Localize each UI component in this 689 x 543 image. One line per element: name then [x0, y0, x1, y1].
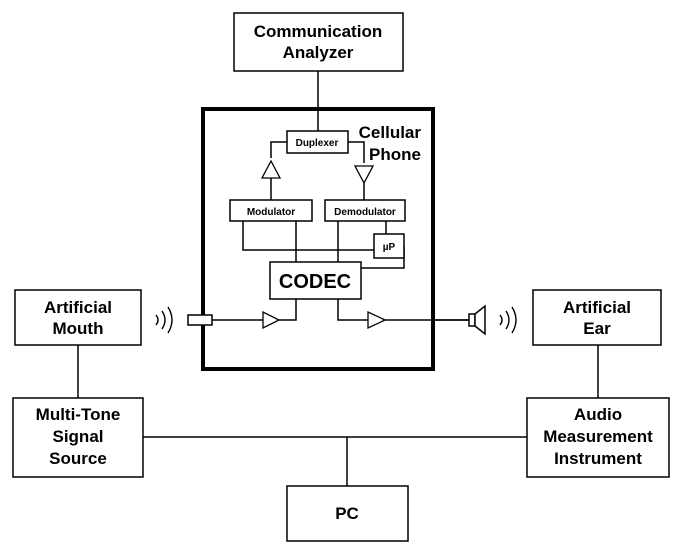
demodulator-label: Demodulator [334, 207, 396, 218]
artificial-mouth-box [14, 289, 142, 346]
signal-source-label-line1: Multi-Tone [36, 405, 121, 424]
audio-instrument-label-line1: Audio [574, 405, 622, 424]
modulator-box [229, 199, 313, 222]
signal-source-label-line2: Signal [52, 427, 103, 446]
duplexer-box [286, 130, 349, 154]
microprocessor-label: µP [383, 242, 396, 253]
microprocessor-box [373, 233, 405, 259]
speaker-amplifier-icon [367, 310, 387, 330]
cellular-phone-label-line2: Phone [369, 145, 421, 164]
pc-label: PC [335, 504, 359, 523]
communication-analyzer-label-line1: Communication [254, 22, 382, 41]
transmit-amplifier-icon [260, 159, 282, 179]
artificial-mouth-label-line2: Mouth [53, 319, 104, 338]
codec-label: CODEC [279, 271, 351, 293]
cellular-phone-label-line1: Cellular [359, 123, 422, 142]
duplexer-label: Duplexer [296, 138, 339, 149]
artificial-mouth-block: Artificial Mouth [14, 289, 142, 346]
audio-instrument-box [526, 397, 670, 478]
codec-box [269, 261, 362, 300]
signal-source-label-line3: Source [49, 449, 107, 468]
artificial-ear-box [532, 289, 662, 346]
artificial-ear-label-line1: Artificial [563, 298, 631, 317]
internal-lines [212, 109, 469, 321]
ear-sound-waves-icon [499, 306, 517, 334]
artificial-mouth-label-line1: Artificial [44, 298, 112, 317]
signal-source-block: Multi-Tone Signal Source [12, 397, 144, 478]
demodulator-box [324, 199, 406, 222]
communication-analyzer-box [233, 12, 404, 72]
communication-analyzer-block: Communication Analyzer [233, 12, 404, 72]
receive-amplifier-icon [353, 165, 375, 185]
signal-source-box [12, 397, 144, 478]
mic-amplifier-icon [262, 310, 281, 330]
audio-instrument-label-line3: Instrument [554, 449, 642, 468]
speaker-icon [468, 304, 486, 336]
microphone-icon [187, 314, 213, 326]
audio-instrument-block: Audio Measurement Instrument [526, 397, 670, 478]
modulator-label: Modulator [247, 207, 295, 218]
audio-instrument-label-line2: Measurement [543, 427, 653, 446]
mouth-sound-waves-icon [155, 306, 173, 334]
pc-block: PC [286, 485, 409, 542]
artificial-ear-block: Artificial Ear [532, 289, 662, 346]
cellular-phone-block: Cellular Phone Duplexer Modulator [187, 107, 486, 371]
artificial-ear-label-line2: Ear [583, 319, 611, 338]
pc-box [286, 485, 409, 542]
communication-analyzer-label-line2: Analyzer [283, 43, 354, 62]
